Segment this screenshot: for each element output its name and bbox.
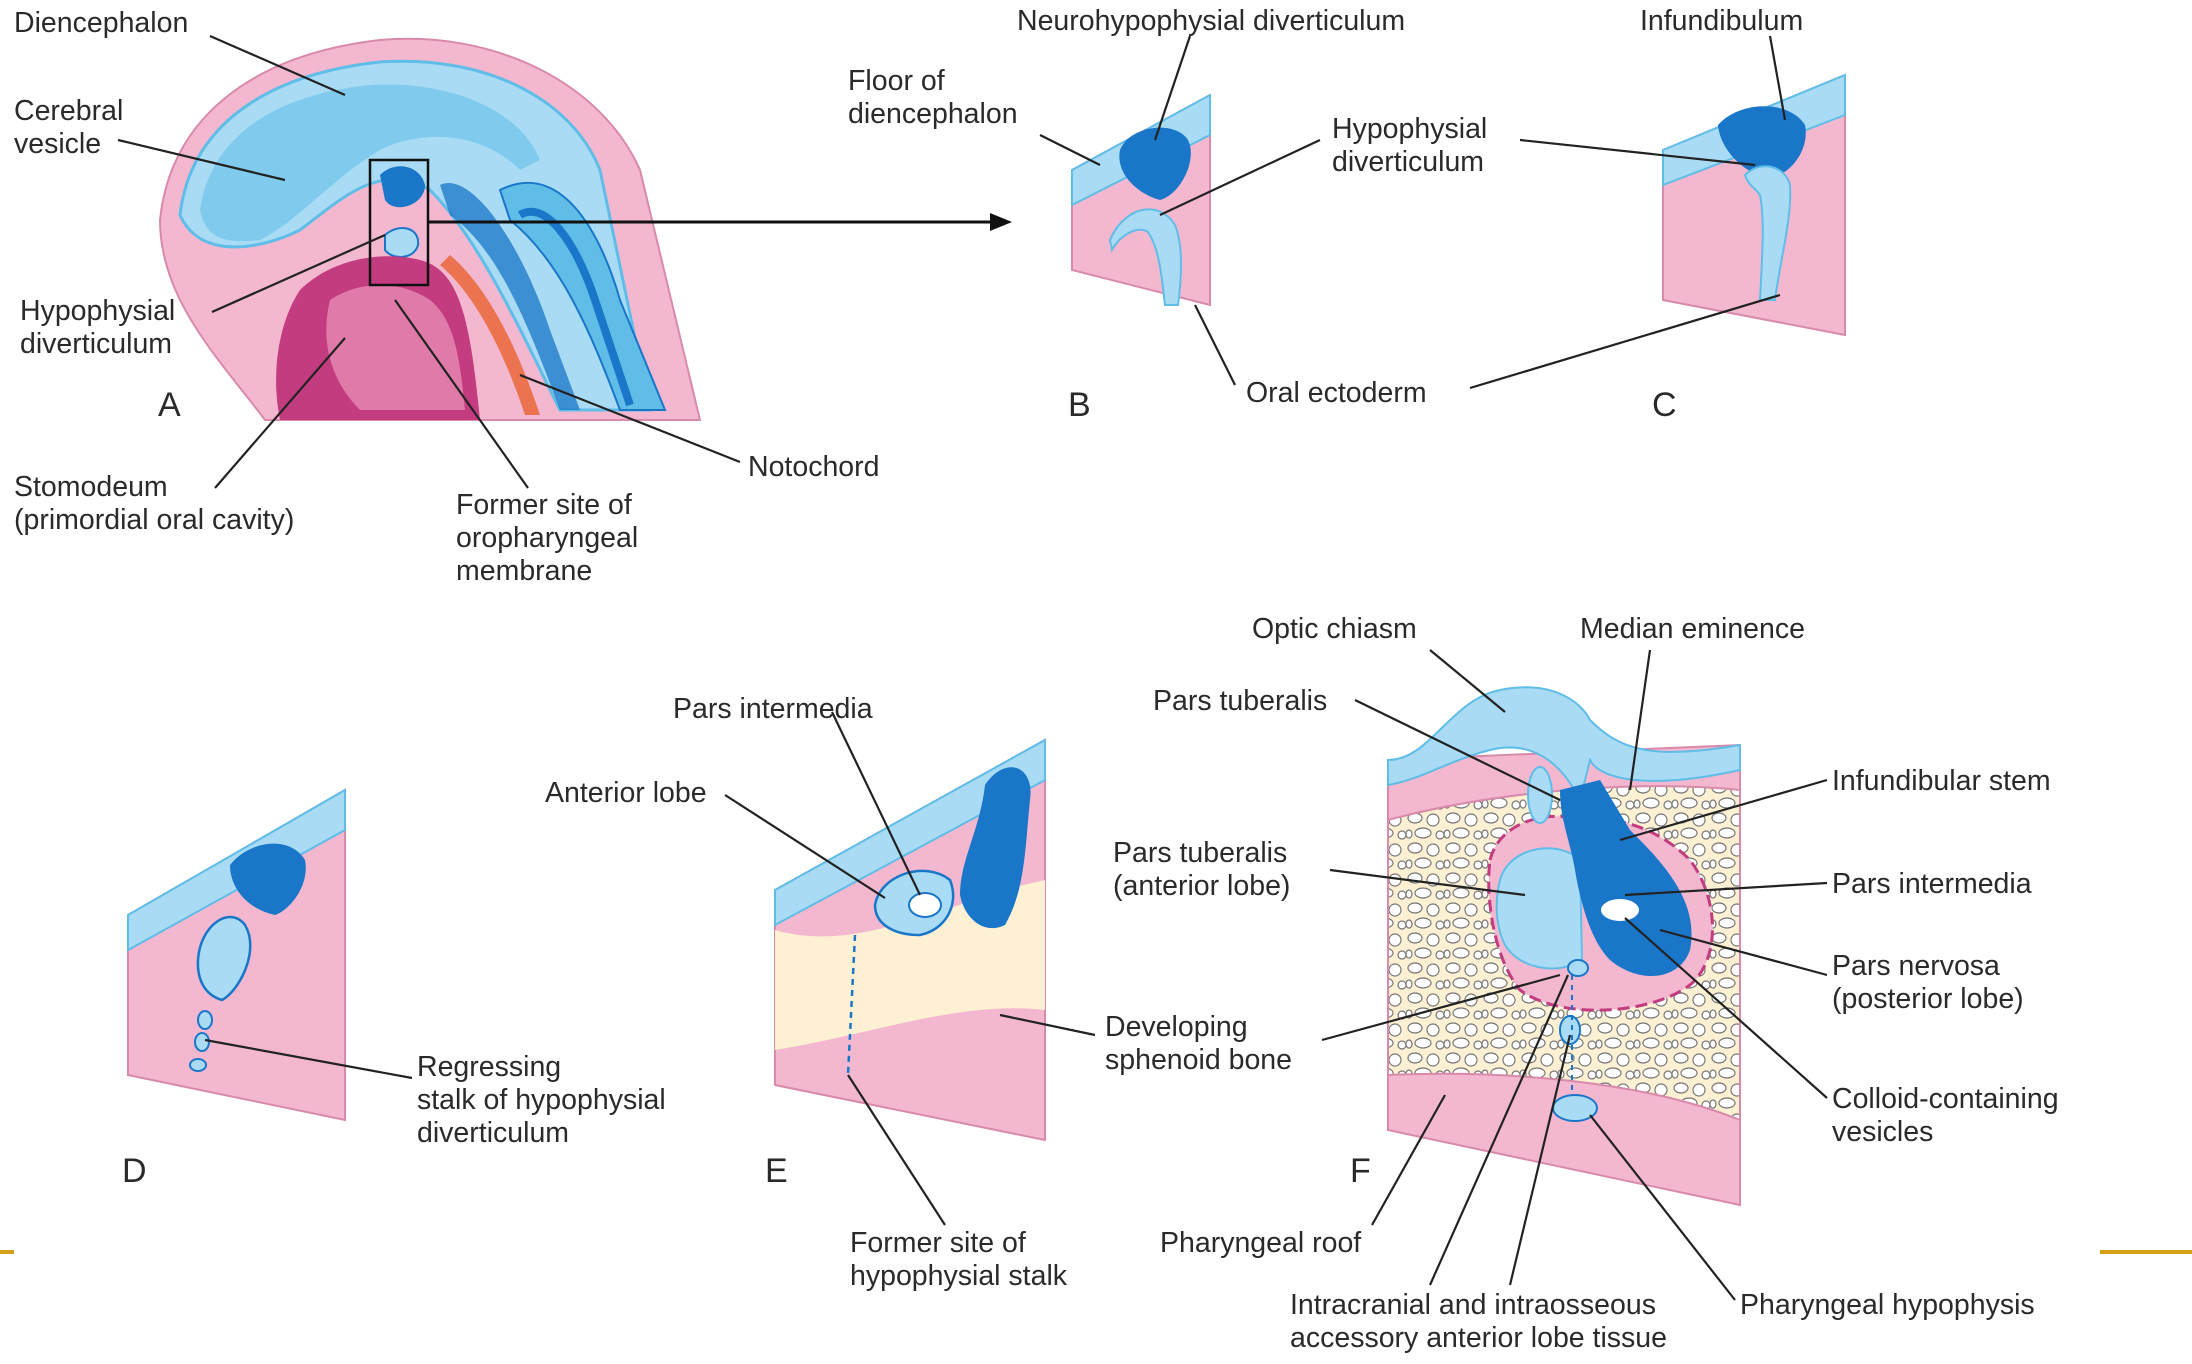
panel-b-drawing [1071,93,1211,307]
label-median-eminence: Median eminence [1580,613,1805,645]
label-former-site-hypophysial-stalk: Former site of hypophysial stalk [850,1227,1068,1292]
label-diencephalon: Diencephalon [14,7,188,39]
label-regressing-stalk: Regressing stalk of hypophysial divertic… [417,1051,674,1149]
label-colloid-vesicles: Colloid-containing vesicles [1832,1083,2066,1148]
label-infundibulum: Infundibulum [1640,5,1803,37]
label-pharyngeal-hypophysis: Pharyngeal hypophysis [1740,1289,2035,1321]
label-pars-nervosa: Pars nervosa (posterior lobe) [1832,950,2024,1015]
label-optic-chiasm: Optic chiasm [1252,613,1417,645]
panel-a-embryo-head [158,37,702,421]
label-pars-intermedia-f: Pars intermedia [1832,868,2032,900]
label-infundibular-stem: Infundibular stem [1832,765,2051,797]
label-pars-tuberalis: Pars tuberalis [1153,685,1327,717]
label-hypophysial-diverticulum-bc: Hypophysial diverticulum [1332,113,1495,178]
spinal-region [498,182,667,411]
label-floor-of-diencephalon: Floor of diencephalon [848,65,1018,130]
panel-d-drawing [127,788,346,1122]
label-neurohypophysial-diverticulum: Neurohypophysial diverticulum [1017,5,1405,37]
panel-letter-d: D [122,1152,147,1190]
label-former-site-oropharyngeal: Former site of oropharyngeal membrane [456,489,646,587]
label-pars-intermedia-e: Pars intermedia [673,693,873,725]
neurohypophysis-a [380,166,425,208]
label-pars-tuberalis-anterior: Pars tuberalis (anterior lobe) [1113,837,1295,902]
notochord-shape [440,255,540,415]
label-anterior-lobe: Anterior lobe [545,777,707,809]
panel-letter-c: C [1652,386,1677,424]
label-stomodeum: Stomodeum (primordial oral cavity) [14,471,294,536]
panel-f-drawing [1387,686,1741,1207]
panel-letter-f: F [1350,1152,1371,1190]
leader-lines [117,34,1828,1301]
panel-letter-b: B [1068,386,1091,424]
label-pharyngeal-roof: Pharyngeal roof [1160,1227,1361,1259]
panel-e-drawing [774,738,1046,1142]
label-cerebral-vesicle: Cerebral vesicle [14,95,131,160]
label-intracranial-tissue: Intracranial and intraosseous accessory … [1290,1289,1667,1354]
label-oral-ectoderm: Oral ectoderm [1246,377,1427,409]
label-hypophysial-diverticulum-a: Hypophysial diverticulum [20,295,183,360]
panel-letter-e: E [765,1152,788,1190]
label-developing-sphenoid: Developing sphenoid bone [1105,1011,1292,1076]
label-notochord: Notochord [748,451,880,483]
panel-letter-a: A [158,386,181,424]
panel-c-drawing [1662,73,1846,337]
